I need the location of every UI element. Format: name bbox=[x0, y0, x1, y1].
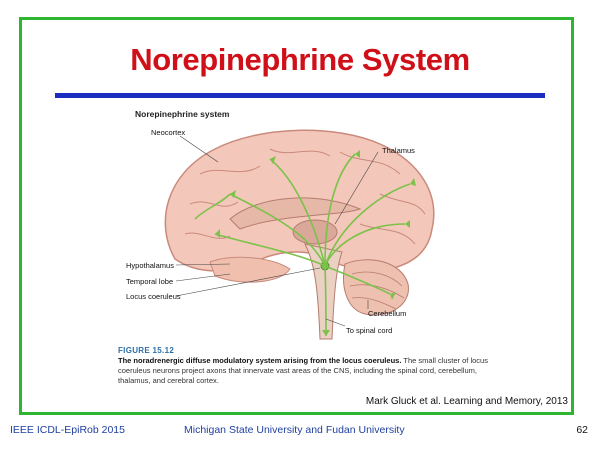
label-neocortex: Neocortex bbox=[151, 128, 186, 137]
label-leader-lines bbox=[175, 135, 379, 327]
figure-heading: Norepinephrine system bbox=[135, 109, 230, 119]
caption-text: The noradrenergic diffuse modulatory sys… bbox=[118, 356, 498, 386]
label-hypothalamus: Hypothalamus bbox=[126, 261, 174, 270]
page-number: 62 bbox=[576, 424, 588, 436]
brainstem bbox=[304, 243, 343, 340]
noradrenergic-pathways bbox=[194, 153, 411, 337]
label-cerebellum: Cerebellum bbox=[368, 309, 407, 318]
temporal-lobe bbox=[209, 256, 291, 283]
slide-title: Norepinephrine System bbox=[130, 42, 470, 77]
title-underline bbox=[55, 93, 545, 98]
source-credit: Mark Gluck et al. Learning and Memory, 2… bbox=[365, 396, 568, 407]
figure-caption: FIGURE 15.12 The noradrenergic diffuse m… bbox=[118, 346, 498, 386]
slide-frame bbox=[19, 17, 574, 415]
label-thalamus: Thalamus bbox=[382, 146, 415, 155]
caption-number: FIGURE 15.12 bbox=[118, 346, 175, 355]
brain-illustration bbox=[164, 129, 435, 340]
footer-conference: IEEE ICDL-EpiRob 2015 bbox=[10, 424, 125, 436]
footer-institutions: Michigan State University and Fudan Univ… bbox=[184, 424, 405, 436]
corpus-callosum bbox=[229, 197, 362, 230]
label-spinal-cord: To spinal cord bbox=[346, 326, 393, 335]
caption-body: The small cluster of locus coeruleus neu… bbox=[118, 356, 488, 385]
label-temporal-lobe: Temporal lobe bbox=[126, 277, 174, 286]
pathway-arrowheads bbox=[215, 150, 416, 336]
caption-bold: The noradrenergic diffuse modulatory sys… bbox=[118, 356, 402, 365]
label-locus-coeruleus: Locus coeruleus bbox=[126, 292, 181, 301]
